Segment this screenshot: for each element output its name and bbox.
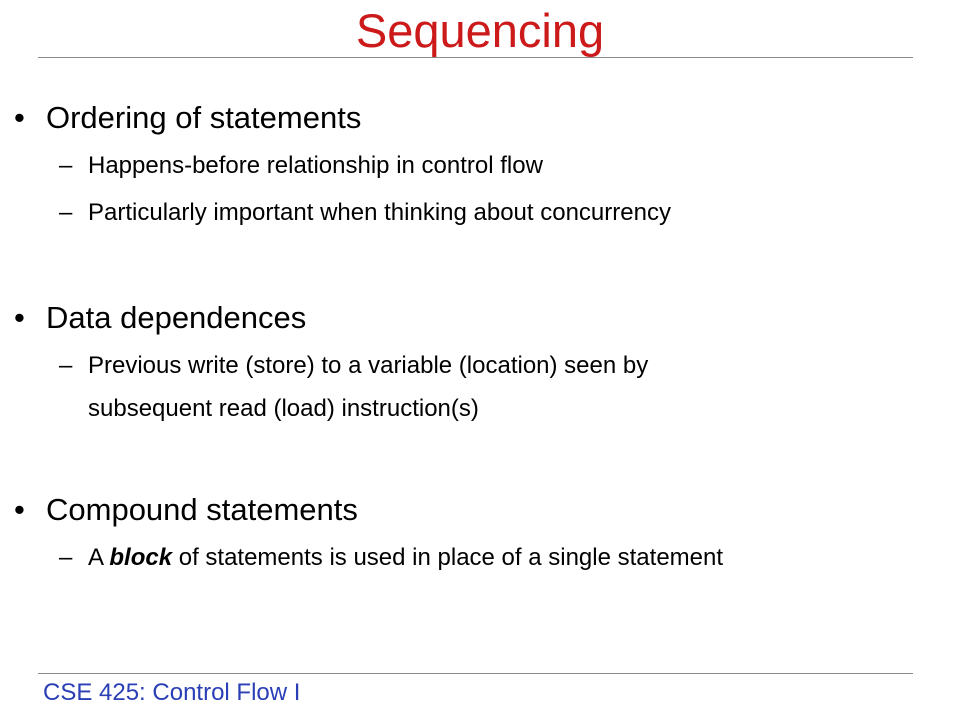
bullet-text: Ordering of statements (46, 100, 362, 135)
subbullet-marker: – (59, 352, 73, 379)
subbullet-text: A block of statements is used in place o… (88, 541, 723, 575)
subbullet-text: Happens-before relationship in control f… (88, 152, 543, 179)
title-divider (38, 57, 913, 58)
subbullet-text-line-1: Previous write (store) to a variable (lo… (88, 352, 649, 379)
bullet-marker: • (14, 492, 25, 527)
emphasis-block: block (109, 544, 173, 571)
subbullet-marker: – (59, 199, 73, 226)
bullet-marker: • (14, 100, 25, 135)
subbullet-marker: – (59, 152, 73, 179)
subbullet-text: Particularly important when thinking abo… (88, 199, 671, 226)
footer-divider (38, 673, 913, 674)
bullet-text: Data dependences (46, 300, 307, 335)
subbullet-marker: – (59, 544, 73, 571)
subbullet-text-before: A (88, 544, 110, 571)
subbullet-text-after: of statements is used in place of a sing… (172, 544, 724, 571)
bullet-text: Compound statements (46, 492, 358, 527)
slide-title: Sequencing (355, 4, 605, 57)
bullet-list: • Ordering of statements – Happens-befor… (14, 100, 723, 575)
slide-footer: CSE 425: Control Flow I (43, 679, 301, 706)
subbullet-text-line-2: subsequent read (load) instruction(s) (88, 395, 479, 422)
bullet-marker: • (14, 300, 25, 335)
